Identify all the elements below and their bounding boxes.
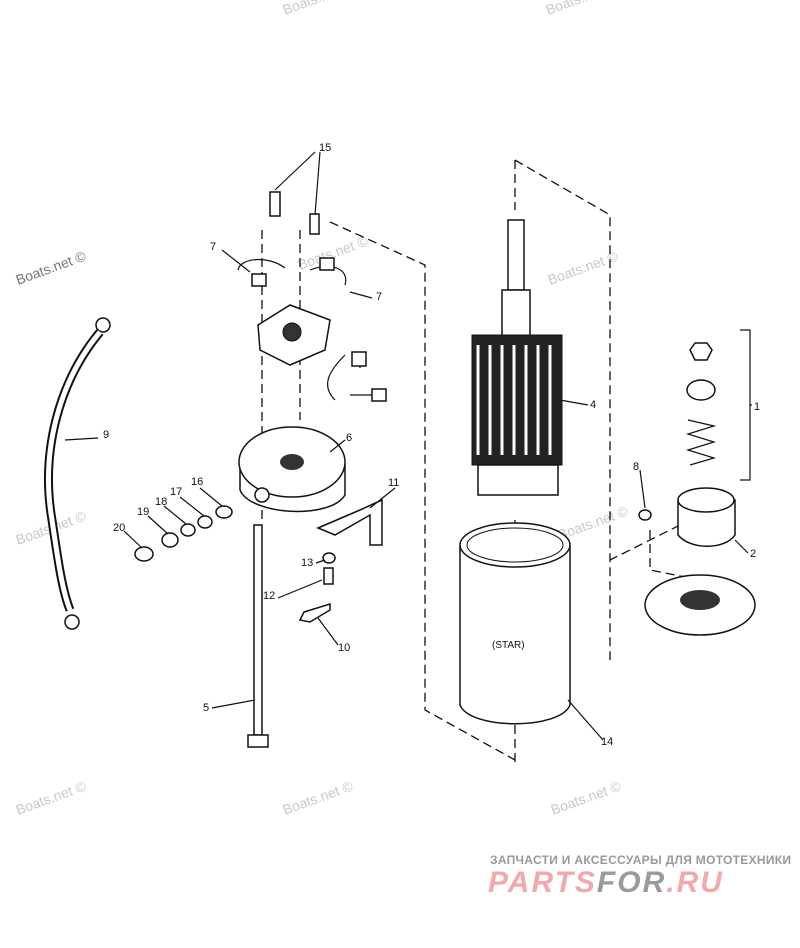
nut [638,509,652,521]
callout-numbers: 15 7 7 9 6 16 17 18 19 20 11 13 12 10 5 … [103,142,760,748]
callout-7: 7 [210,241,216,253]
nut [161,532,179,548]
screw [323,567,334,585]
nut [689,342,713,361]
nut [134,546,154,562]
callout-16: 16 [191,476,203,488]
watermark: Boats.net © [281,0,356,18]
callout-12: 12 [263,590,275,602]
callout-18: 18 [155,496,167,508]
bolt-head [247,734,269,748]
washer [197,515,213,529]
brush [319,257,335,271]
battery-cable [44,317,111,630]
watermark: Boats.net © [549,777,624,817]
brush [251,273,267,287]
callout-10: 10 [338,642,350,654]
callout-1: 1 [754,401,760,413]
callout-2: 2 [750,548,756,560]
callout-6: 6 [346,432,352,444]
callout-20: 20 [113,522,125,534]
washer [180,523,196,537]
callout-19: 19 [137,506,149,518]
washer [215,505,233,519]
callout-8: 8 [633,461,639,473]
watermark: Boats.net © [14,247,89,287]
armature [471,219,563,496]
brush [351,351,367,367]
callout-15: 15 [319,142,331,154]
logo-part: .RU [666,866,724,899]
callout-4: 4 [590,399,596,411]
callout-13: 13 [301,557,313,569]
callout-7: 7 [376,291,382,303]
spacer [686,379,716,401]
brush-springs [237,259,347,286]
watermark: Boats.net © [544,0,619,18]
callout-11: 11 [388,477,399,489]
lock-washer [322,552,336,564]
end-cap [238,426,346,513]
callout-5: 5 [203,702,209,714]
callout-9: 9 [103,429,109,441]
bracket [316,498,383,546]
screw [269,191,281,217]
pinion-gear [677,499,736,547]
watermark: Boats.net © [14,777,89,817]
frame-label: (STAR) [492,640,525,651]
partsfor-logo: PARTSFOR.RU [488,866,724,900]
watermark: Boats.net © [546,247,621,287]
logo-part: FOR [596,866,667,899]
watermark: Boats.net © [281,777,356,817]
bolt [298,602,331,623]
logo-part: PARTS [488,866,597,899]
logo-tagline: ЗАПЧАСТИ И АКСЕССУАРЫ ДЛЯ МОТОТЕХНИКИ [490,853,792,867]
brush [371,388,387,402]
leader-lines [64,151,752,741]
motor-frame [459,522,571,725]
screw [309,213,320,235]
callout-14: 14 [601,736,613,748]
callout-17: 17 [170,486,182,498]
through-bolt [253,524,263,736]
spring [685,419,717,466]
